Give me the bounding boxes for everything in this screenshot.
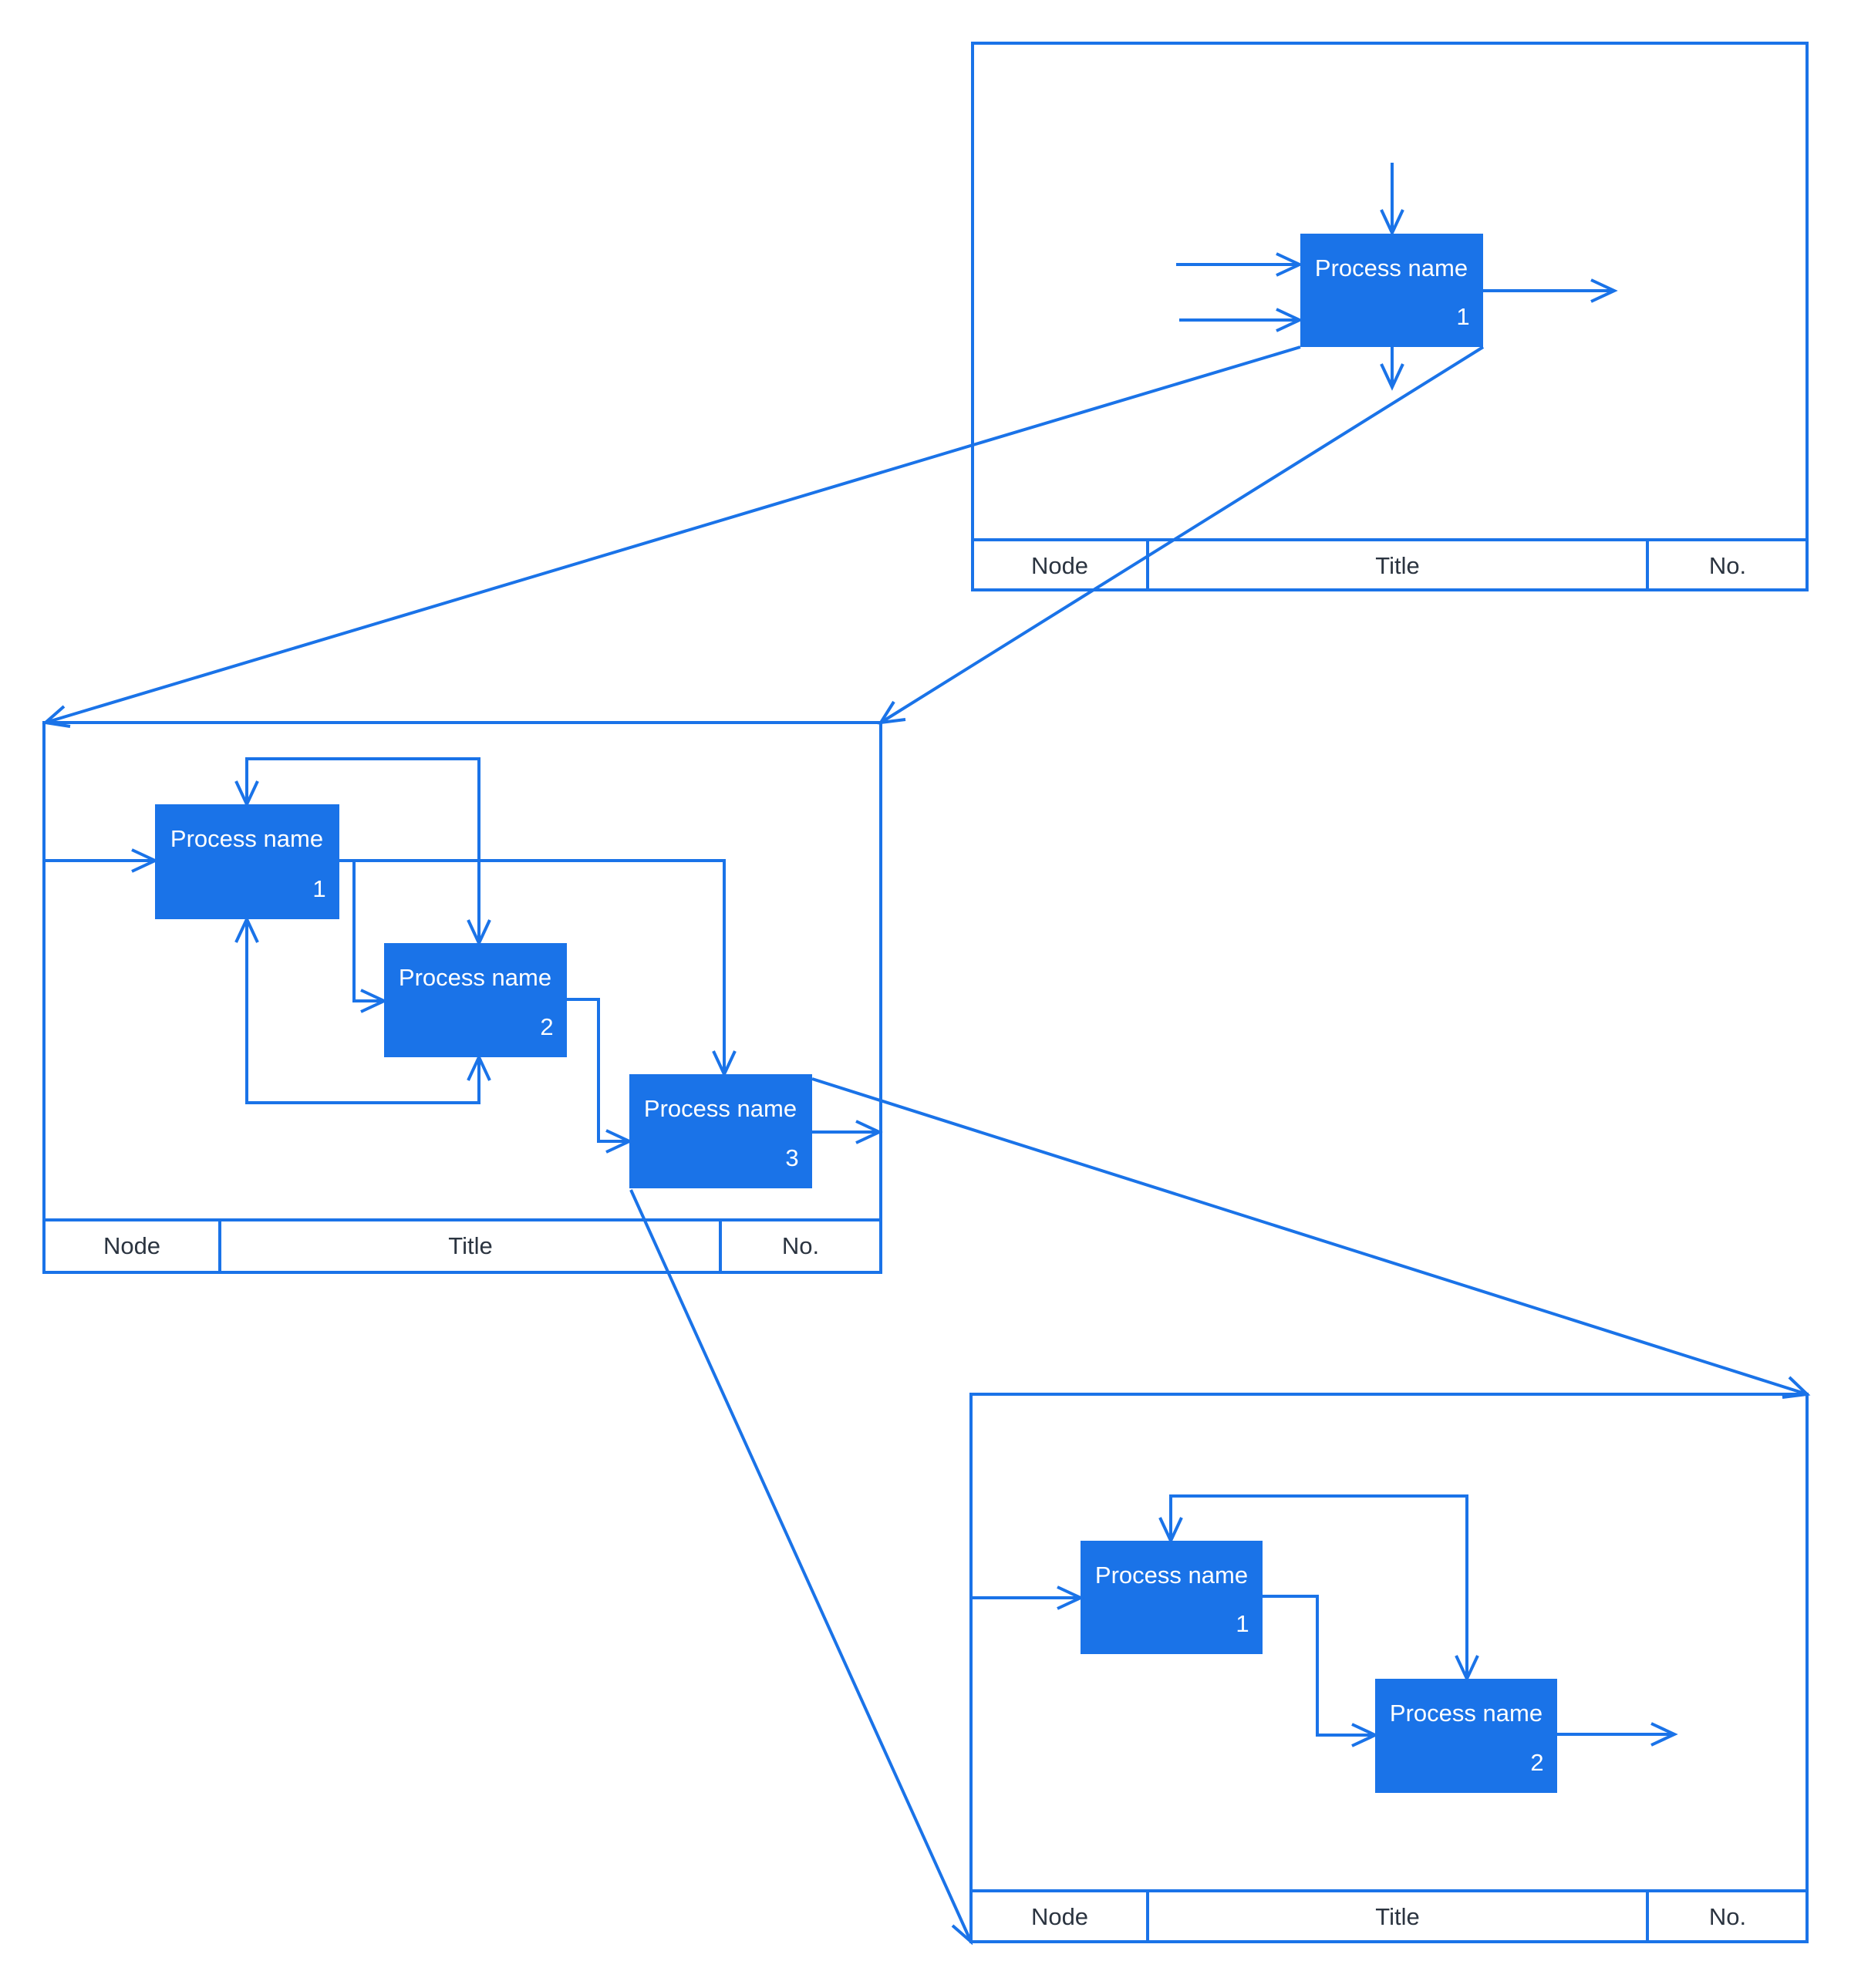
footer-node-label: Node [103, 1232, 160, 1259]
input-arrow [971, 1585, 1084, 1610]
panel-decomposition-b: Node Title No. Process name 1 Process na… [969, 1393, 1809, 1943]
footer-no-label: No. [782, 1232, 819, 1259]
footer-title-label: Title [448, 1232, 492, 1259]
footer-title-label: Title [1375, 1903, 1419, 1930]
process-box-3[interactable]: Process name 3 [629, 1074, 812, 1188]
panel-frame [969, 1393, 1809, 1943]
svg-text:Process name: Process name [170, 825, 323, 852]
input-arrow [44, 848, 159, 873]
panel-frame [971, 42, 1809, 591]
mechanism-arrow [1380, 347, 1404, 391]
decomposition-line-box3-to-panel-b-right [811, 1077, 1811, 1399]
bottom-feedback-loop [234, 915, 491, 1104]
svg-text:Process name: Process name [399, 964, 551, 991]
box2-output-to-box3-input [567, 998, 633, 1154]
decomposition-line-box1-to-panel-a-left [42, 345, 1301, 728]
footer-node-label: Node [1031, 1903, 1088, 1930]
output-arrow [1483, 278, 1618, 303]
footer-no-label: No. [1709, 1903, 1746, 1930]
svg-text:Process name: Process name [1095, 1562, 1248, 1589]
svg-text:3: 3 [785, 1144, 798, 1171]
svg-text:1: 1 [1236, 1610, 1249, 1637]
svg-text:Process name: Process name [1390, 1700, 1542, 1727]
svg-text:1: 1 [1456, 303, 1469, 330]
panel-context-diagram: Node Title No. Process name 1 [971, 42, 1809, 591]
svg-text:2: 2 [1530, 1749, 1543, 1776]
svg-text:1: 1 [312, 875, 325, 902]
control-arrow [1380, 163, 1404, 237]
panel-decomposition-a: Node Title No. Process name 1 Process na… [42, 721, 883, 1274]
panel-frame [42, 721, 882, 1274]
box1-output-to-box2-input [352, 861, 388, 1013]
box3-output-arrow [812, 1120, 883, 1144]
decomposition-line-box3-to-panel-b-left [629, 1189, 973, 1946]
svg-text:2: 2 [540, 1013, 553, 1040]
process-box-1[interactable]: Process name 1 [155, 804, 339, 919]
svg-text:Process name: Process name [1315, 254, 1468, 281]
process-box-1[interactable]: Process name 1 [1081, 1541, 1263, 1654]
process-box-2[interactable]: Process name 2 [1375, 1679, 1557, 1793]
box1-output-to-box3-control [339, 859, 737, 1078]
process-box-2[interactable]: Process name 2 [384, 943, 567, 1057]
footer-no-label: No. [1709, 552, 1746, 579]
top-feedback-loop [1158, 1494, 1479, 1683]
footer-node-label: Node [1031, 552, 1088, 579]
footer-title-label: Title [1375, 552, 1419, 579]
process-box-1[interactable]: Process name 1 [1300, 234, 1483, 347]
decomposition-line-box1-to-panel-a-right [878, 345, 1485, 725]
box1-output-to-box2-input [1263, 1595, 1379, 1747]
top-feedback-loop [234, 757, 491, 947]
svg-text:Process name: Process name [644, 1095, 797, 1122]
input-arrow-1 [1176, 252, 1303, 277]
box2-output-arrow [1557, 1722, 1678, 1747]
input-arrow-2 [1179, 308, 1303, 332]
